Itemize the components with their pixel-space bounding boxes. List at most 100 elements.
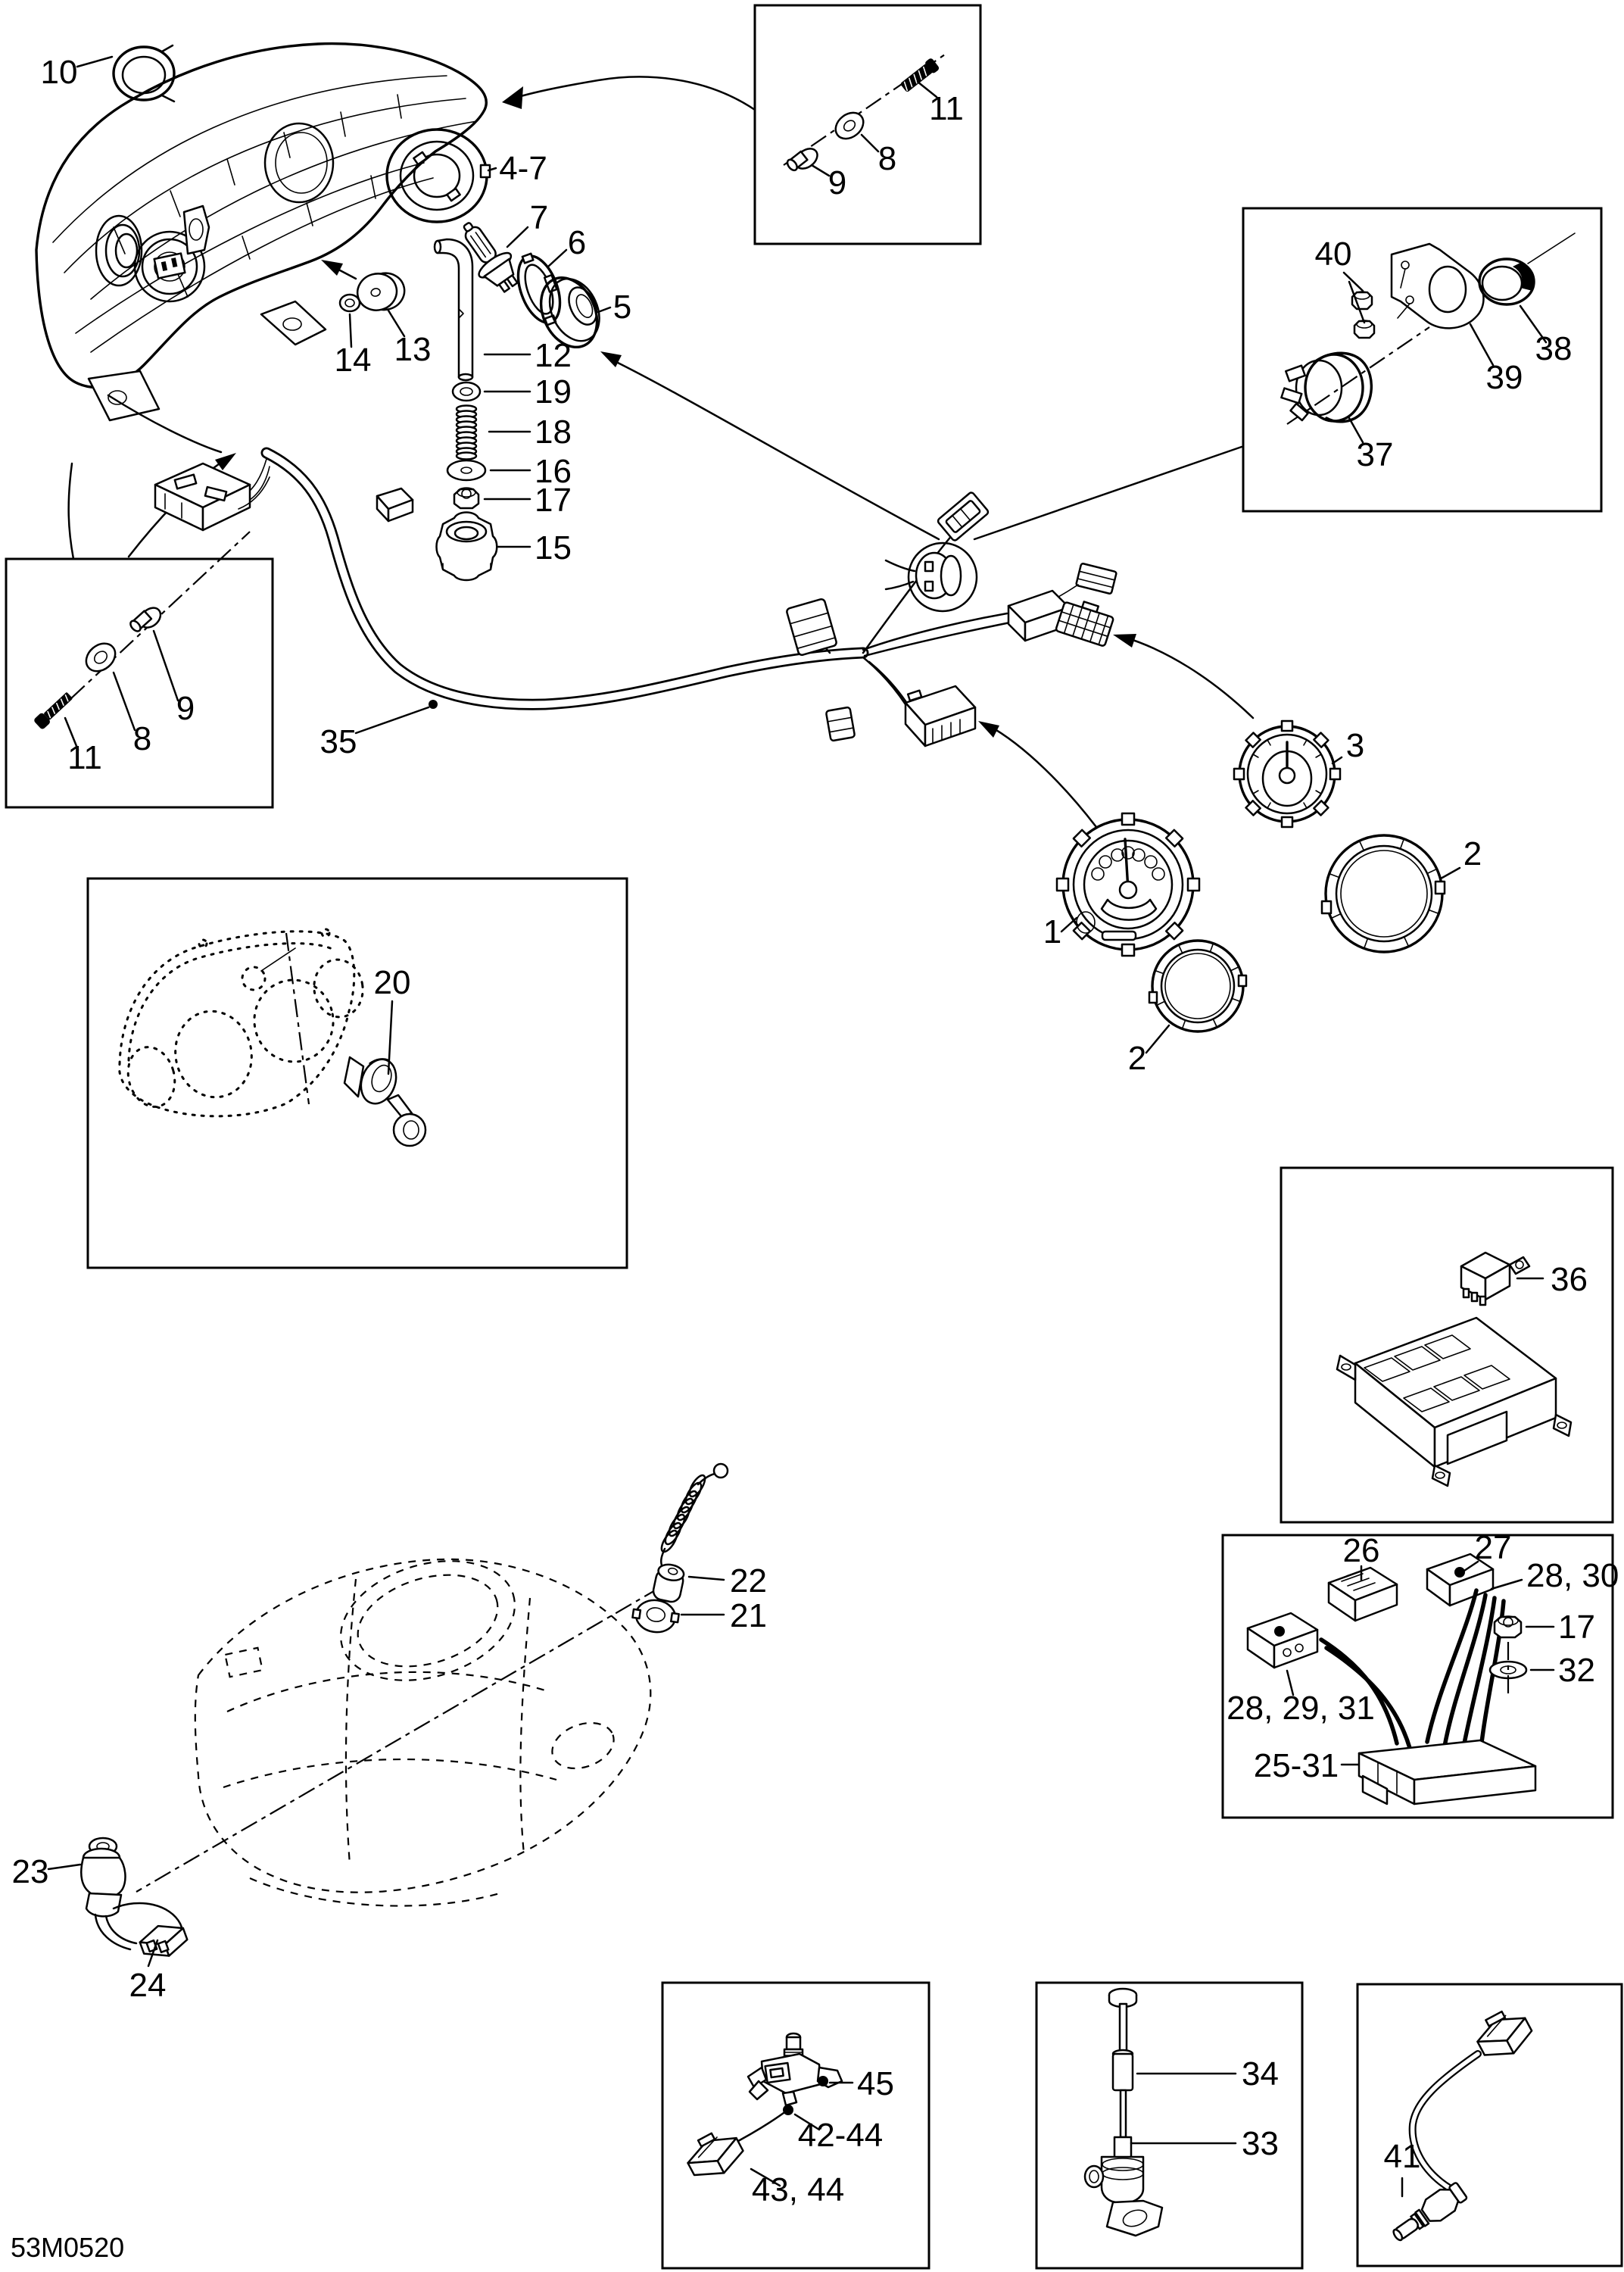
callout-33-label: 33 (1242, 2125, 1279, 2162)
callout-19: 19 (483, 373, 572, 410)
socket-9-left (129, 607, 162, 632)
harness-connector-top (937, 492, 990, 541)
callout-13-label: 13 (394, 331, 432, 368)
callout-11-top-label: 11 (929, 90, 964, 127)
callout-14-label: 14 (335, 342, 372, 379)
inset-box-left-hardware (5, 531, 274, 809)
callout-18: 18 (488, 414, 572, 451)
inset-box-dipstick (1035, 1981, 1304, 2270)
harness-connector-left (786, 598, 837, 656)
oil-dipstick-33-34 (1083, 1987, 1164, 2237)
callout-27-label: 27 (1475, 1529, 1512, 1566)
callout-5: 5 (597, 289, 631, 326)
figure-code: 53M0520 (11, 2232, 124, 2263)
callout-4-7: 4-7 (487, 150, 547, 187)
callout-8-left-label: 8 (133, 720, 151, 757)
callout-24-label: 24 (129, 1967, 167, 2004)
tether-cap-22 (652, 1563, 685, 1603)
callout-35: 35 (320, 706, 430, 760)
callout-43-44-label: 43, 44 (752, 2171, 844, 2208)
washer-8-top (834, 111, 865, 140)
gauge-connector-upper (1007, 589, 1114, 647)
callout-6: 6 (547, 224, 586, 268)
washer-8-left (85, 642, 117, 673)
retaining-ring-6 (516, 252, 562, 326)
callout-14: 14 (335, 313, 372, 379)
socket-9-top (786, 148, 818, 172)
plug-37 (1280, 351, 1373, 423)
washer-19 (451, 381, 482, 402)
callout-12-label: 12 (535, 337, 572, 374)
harness-stub-connector (376, 487, 414, 523)
voltage-regulator-25-31 (1357, 1739, 1537, 1805)
callout-26-label: 26 (1343, 1532, 1380, 1569)
adjuster-knob-15 (435, 511, 498, 582)
callout-2-left: 2 (1128, 1024, 1170, 1077)
callout-42-44-label: 42-44 (798, 2117, 884, 2154)
temp-sensor-connector (1476, 2010, 1533, 2056)
tether-cord (631, 1462, 729, 1634)
callout-9-top-label: 9 (828, 164, 846, 201)
inset-box-dimmer-switch (661, 1981, 930, 2270)
callout-28-30-label: 28, 30 (1526, 1557, 1619, 1594)
callout-19-label: 19 (535, 373, 572, 410)
callout-18-label: 18 (535, 414, 572, 451)
grommet-38 (1478, 233, 1576, 306)
callout-40-label: 40 (1315, 236, 1352, 273)
washer-16 (446, 459, 487, 482)
socket-cap-13-washer-14 (321, 260, 406, 313)
callout-24: 24 (129, 1939, 167, 2004)
inset-box-plug37 (1242, 207, 1603, 513)
callout-2-left-label: 2 (1128, 1040, 1146, 1077)
callout-1: 1 (1043, 913, 1078, 950)
bracket-39 (1390, 242, 1485, 329)
temp-sensor-41 (1392, 2182, 1468, 2242)
callout-17: 17 (483, 482, 572, 519)
start-stop-switch-23 (80, 1837, 184, 1951)
fuse-box (1336, 1316, 1573, 1487)
relay-36 (1460, 1251, 1531, 1306)
callout-5-label: 5 (613, 289, 631, 326)
callout-2-right: 2 (1439, 835, 1482, 880)
callout-11-left-label: 11 (67, 739, 102, 776)
dimmer-switch-45 (747, 2032, 843, 2115)
callout-2-right-label: 2 (1463, 835, 1482, 872)
callout-28-29-31-label: 28, 29, 31 (1227, 1690, 1375, 1727)
harness-connector-main (154, 462, 251, 532)
screw-11-top (900, 58, 940, 92)
connector-26 (1327, 1566, 1398, 1622)
headlight-housing (35, 42, 491, 422)
spring-18 (455, 404, 478, 460)
steering-console (136, 1558, 661, 1907)
callout-1-label: 1 (1043, 913, 1061, 950)
callout-20-label: 20 (374, 964, 411, 1001)
nut-17 (453, 487, 480, 510)
gauge-connector-lower (904, 685, 977, 747)
connector-28-29-31 (1246, 1612, 1319, 1669)
wiring-harness (154, 447, 1117, 747)
gauge-bezel-ring-2-left (1148, 939, 1248, 1033)
callout-7-label: 7 (530, 199, 548, 236)
callout-15: 15 (497, 529, 572, 566)
harness-connector-stub2 (825, 706, 856, 742)
headlight-socket (907, 541, 978, 613)
callout-32-label: 32 (1558, 1652, 1595, 1689)
callout-45-label: 45 (857, 2065, 894, 2102)
ignition-key-switch-20 (343, 1056, 427, 1147)
callout-12: 12 (483, 337, 572, 374)
inset-box-top-hardware (753, 4, 982, 245)
halogen-bulb-7 (463, 222, 519, 293)
screw-11-left (34, 692, 73, 729)
callout-10: 10 (41, 54, 114, 91)
callout-23: 23 (12, 1853, 82, 1890)
callout-22: 22 (687, 1562, 767, 1599)
gauge-bezel-ring-2-right (1320, 834, 1446, 953)
inset-box-regulator (1221, 1534, 1614, 1819)
callout-4-7-label: 4-7 (499, 150, 547, 187)
rubber-boot-5 (539, 276, 600, 349)
nut-17-regulator (1493, 1615, 1523, 1639)
harness-connector-small (1075, 563, 1117, 595)
callout-25-31-label: 25-31 (1254, 1747, 1339, 1784)
